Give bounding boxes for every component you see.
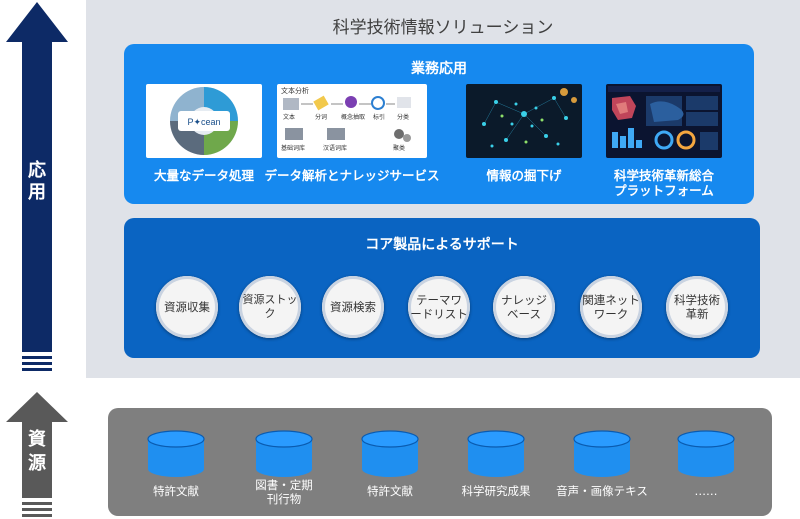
app-data-analysis[interactable]: 文本分析 文本 分词 概念抽取 标引 分类 基础词库 汉语词库	[264, 84, 440, 183]
database-icon	[360, 430, 420, 482]
resources-arrow	[6, 392, 68, 517]
product-resource-stock[interactable]: 資源ストック	[239, 276, 301, 338]
svg-text:汉语词库: 汉语词库	[323, 144, 347, 152]
app-label: 科学技術革新総合 プラットフォーム	[613, 168, 714, 198]
resource-label: 音声・画像テキス	[556, 484, 648, 498]
svg-text:文本分析: 文本分析	[281, 86, 309, 95]
app-label: データ解析とナレッジサービス	[264, 168, 440, 183]
product-theme-wordlist[interactable]: テーマワ ードリスト	[408, 276, 470, 338]
product-knowledge-base[interactable]: ナレッジ ベース	[493, 276, 555, 338]
app-label: 大量なデータ処理	[153, 168, 254, 183]
app-innovation-platform[interactable]: 科学技術革新総合 プラットフォーム	[594, 84, 734, 198]
text-analysis-flow-image: 文本分析 文本 分词 概念抽取 标引 分类 基础词库 汉语词库	[277, 84, 427, 158]
svg-text:标引: 标引	[373, 113, 385, 121]
svg-text:分类: 分类	[397, 113, 409, 121]
resource-label: ……	[694, 484, 718, 498]
application-label: 応用	[28, 160, 46, 203]
dashboard-image	[606, 84, 722, 158]
core-title: コア製品によるサポート	[365, 237, 519, 253]
left-arrows	[6, 2, 68, 517]
app-information-mining[interactable]: 情報の掘下げ	[454, 84, 594, 183]
core-products-box: コア製品によるサポート 資源収集 資源ストック 資源検索 テーマワ ードリスト …	[124, 218, 760, 358]
database-icon	[676, 430, 736, 482]
svg-text:基础词库: 基础词库	[281, 144, 305, 152]
solution-title: 科学技術情報ソリューション	[332, 18, 554, 38]
app-label: 情報の掘下げ	[486, 168, 562, 183]
product-technology-innovation[interactable]: 科学技術 革新	[666, 276, 728, 338]
resource-label: 特許文献	[367, 484, 413, 498]
svg-text:概念抽取: 概念抽取	[341, 113, 365, 121]
resource-label: 特許文献	[153, 484, 199, 498]
database-icon	[146, 430, 206, 482]
resources-panel: 特許文献 図書・定期 刊行物 特許文献 科学研究成果 音声・画像テキス ……	[108, 408, 772, 516]
data-processing-image: P✦cean	[146, 84, 262, 158]
product-resource-collection[interactable]: 資源収集	[156, 276, 218, 338]
business-title: 業務応用	[411, 61, 467, 77]
svg-text:文本: 文本	[283, 113, 295, 121]
database-icon	[572, 430, 632, 482]
database-icon	[254, 430, 314, 482]
network-graph-image	[466, 84, 582, 158]
application-arrow	[6, 2, 68, 371]
svg-text:聚类: 聚类	[393, 144, 405, 152]
resource-label: 図書・定期 刊行物	[255, 478, 313, 506]
product-related-network[interactable]: 関連ネット ワーク	[580, 276, 642, 338]
product-resource-search[interactable]: 資源検索	[322, 276, 384, 338]
database-icon	[466, 430, 526, 482]
app-data-processing[interactable]: P✦cean 大量なデータ処理	[134, 84, 274, 183]
resource-label: 科学研究成果	[461, 484, 531, 498]
svg-text:P✦cean: P✦cean	[187, 117, 220, 127]
business-applications-box: 業務応用 P✦cean 大量なデータ処理 文本分析 文本 分	[124, 44, 754, 204]
resources-label: 資源	[28, 429, 46, 474]
svg-text:分词: 分词	[315, 113, 327, 121]
